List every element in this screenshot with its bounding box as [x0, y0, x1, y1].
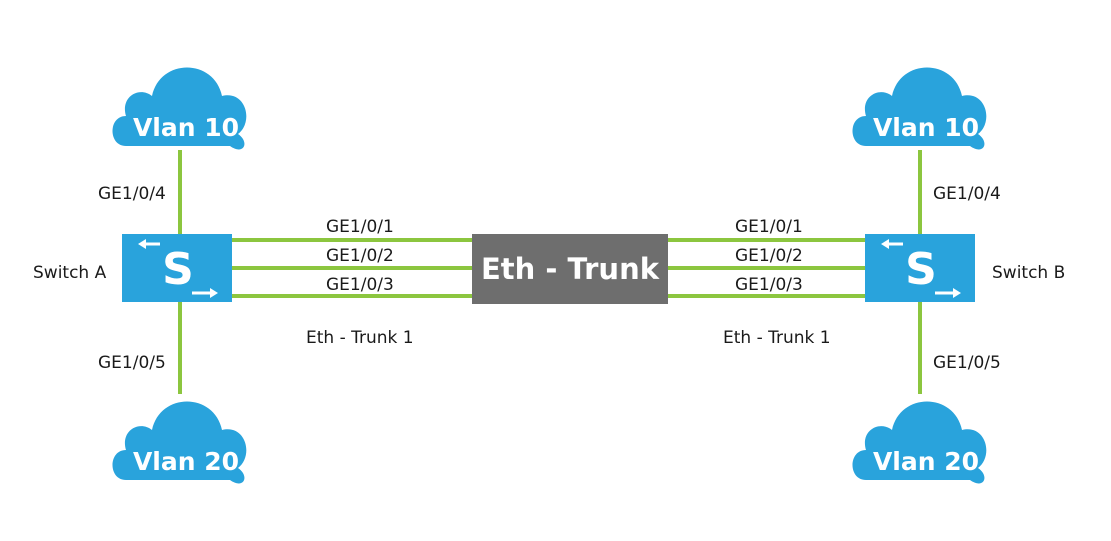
- cloud-right-top: Vlan 10: [852, 67, 987, 150]
- arrow-right-icon: [192, 288, 218, 298]
- cloud-label: Vlan 10: [133, 113, 239, 142]
- cloud-label: Vlan 10: [873, 113, 979, 142]
- switch-b: S: [865, 234, 975, 302]
- switch-a-name: Switch A: [33, 263, 107, 283]
- left-trunk-name: Eth - Trunk 1: [306, 328, 414, 348]
- right-trunk-name: Eth - Trunk 1: [723, 328, 831, 348]
- arrow-right-icon: [935, 288, 961, 298]
- eth-trunk-label: Eth - Trunk: [481, 252, 660, 286]
- eth-trunk-box: Eth - Trunk: [472, 234, 668, 304]
- left-member-port-3: GE1/0/3: [326, 275, 394, 295]
- left-uplink-port: GE1/0/4: [98, 184, 166, 204]
- switch-b-name: Switch B: [992, 263, 1065, 283]
- switch-glyph: S: [905, 244, 937, 295]
- cloud-left-bottom: Vlan 20: [112, 401, 247, 484]
- arrow-left-icon: [881, 239, 903, 249]
- right-member-port-1: GE1/0/1: [735, 217, 803, 237]
- cloud-left-top: Vlan 10: [112, 67, 247, 150]
- switch-glyph: S: [162, 244, 194, 295]
- cloud-right-bottom: Vlan 20: [852, 401, 987, 484]
- right-downlink-port: GE1/0/5: [933, 353, 1001, 373]
- cloud-label: Vlan 20: [873, 447, 979, 476]
- left-member-port-2: GE1/0/2: [326, 246, 394, 266]
- right-member-port-2: GE1/0/2: [735, 246, 803, 266]
- arrow-left-icon: [138, 239, 160, 249]
- cloud-label: Vlan 20: [133, 447, 239, 476]
- left-member-port-1: GE1/0/1: [326, 217, 394, 237]
- right-uplink-port: GE1/0/4: [933, 184, 1001, 204]
- right-member-port-3: GE1/0/3: [735, 275, 803, 295]
- left-downlink-port: GE1/0/5: [98, 353, 166, 373]
- switch-a: S: [122, 234, 232, 302]
